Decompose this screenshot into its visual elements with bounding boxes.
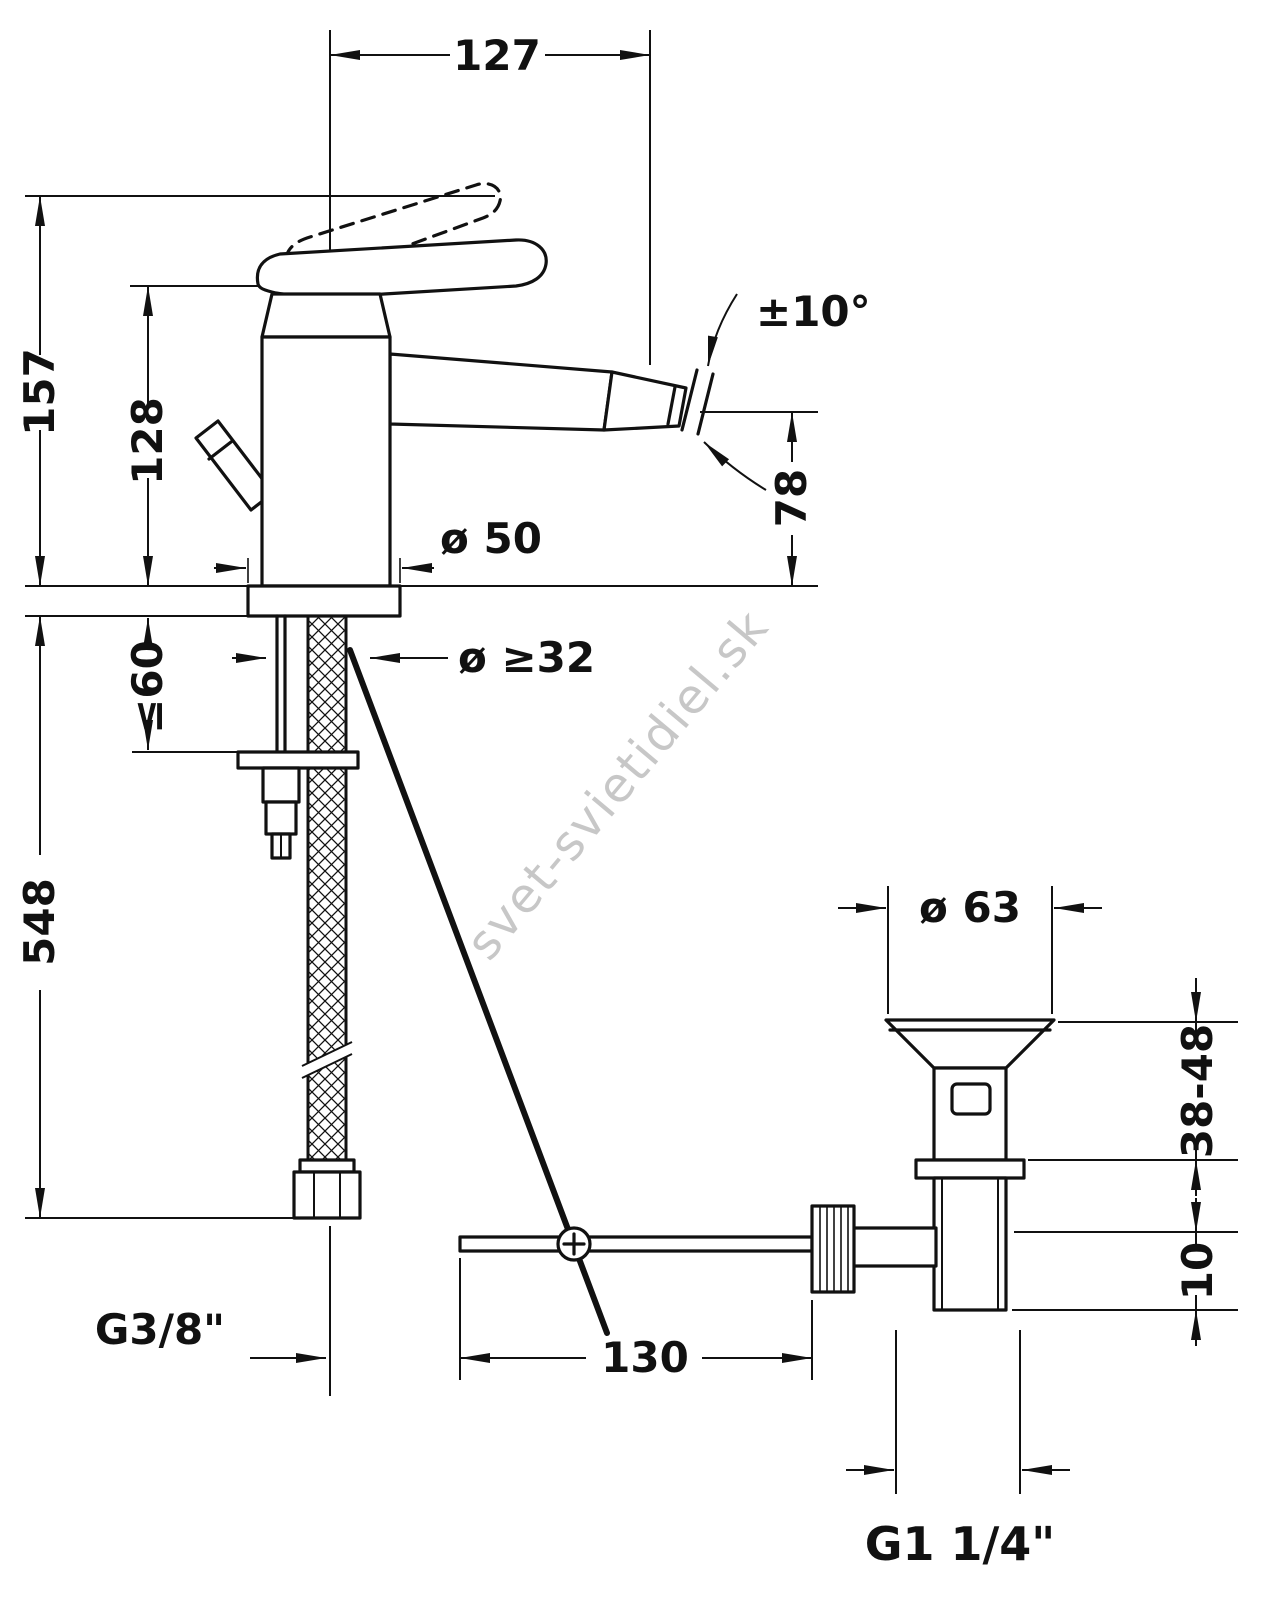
dimension-total-height: 548 [15,615,294,1219]
dimension-width-top: 127 [329,30,651,365]
faucet-body [260,335,392,588]
dim-angle-label: ±10° [756,287,871,336]
dim-32-label: ø ≥32 [458,633,595,682]
drain-assembly [810,1018,1056,1312]
label-g38: G3/8" [95,1305,225,1354]
bidet-faucet-outline [194,182,688,1220]
dim-127-label: 127 [453,31,541,80]
dimension-supply-thread: G3/8" [95,1226,331,1396]
dimension-hole-diameter: ø ≥32 [232,633,595,682]
popup-rod-knob [194,419,275,512]
spout [388,352,614,432]
dimension-base-diameter: ø 50 [214,514,542,583]
drain-window [950,1082,992,1116]
dimension-deck-thickness: ≤60 [123,618,240,753]
handle-lever-raised-dashed [284,182,503,276]
dimension-rod-length: 130 [459,1258,813,1382]
lift-rod-diagonal [347,647,610,1336]
dimension-drain-thread: G1 1/4" [846,1330,1070,1571]
label-g114: G1 1/4" [865,1517,1056,1571]
popup-linkage [347,647,814,1336]
pull-rod-horizontal [458,1235,814,1253]
dimension-height-body: 128 [123,285,266,586]
hose-break [302,1042,352,1078]
handle-base [260,292,392,339]
hose-nut [292,1170,362,1220]
angle-reference-line [696,372,715,436]
dim-10-label: 10 [1173,1242,1222,1300]
drain-stem [850,1226,938,1268]
supply-hose [306,614,348,1172]
mounting-washer [236,750,360,770]
dimension-drain-offset: 10 [1012,1198,1238,1346]
hose-nut-flange [298,1158,356,1174]
dim-128-label: 128 [123,397,172,485]
drain-lower-body [932,1176,1008,1312]
dimension-drain-deck-range: 38-48 [1028,978,1238,1196]
mounting-nut [261,766,301,804]
drain-flange [914,1158,1026,1180]
base-plate [246,584,402,618]
spout-aerator-tip [602,370,688,432]
drain-funnel [884,1018,1056,1070]
dim-60-label: ≤60 [123,640,172,734]
dim-130-label: 130 [601,1333,689,1382]
dim-3848-label: 38-48 [1173,1024,1222,1158]
dim-50-label: ø 50 [440,514,542,563]
drain-knurled-knob [810,1204,856,1294]
dim-548-label: 548 [15,878,64,966]
angle-reference-line [680,368,699,432]
handle-lever [255,238,548,298]
dim-157-label: 157 [15,348,64,436]
dim-63-label: ø 63 [919,883,1021,932]
dimension-spout-height: 78 [398,411,818,587]
rod-clevis [264,800,298,836]
dimension-height-upper: 157 [15,195,495,587]
dimension-drain-diameter: ø 63 [838,883,1102,1014]
dim-78-label: 78 [767,469,816,527]
dimension-spout-angle: ±10° [680,287,871,491]
